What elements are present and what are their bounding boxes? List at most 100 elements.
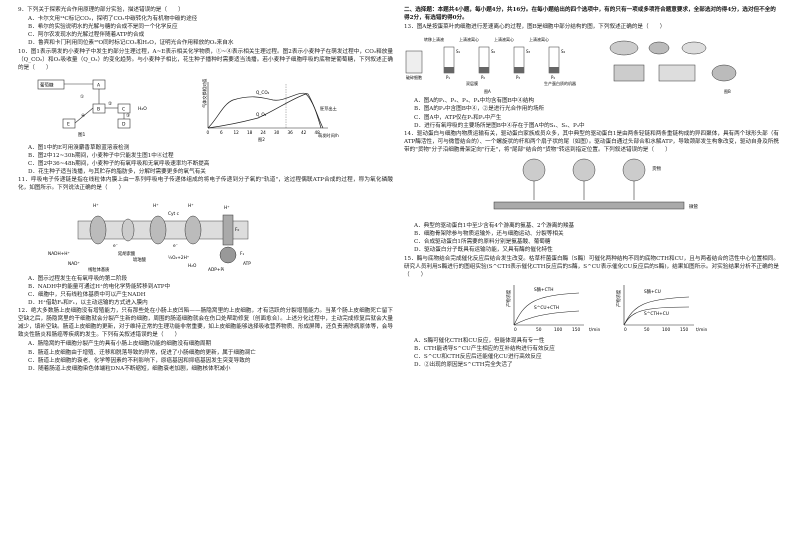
q15-option-b: B．CTH能诱导S^CU产生相应的互补结构进行有效反应	[414, 345, 555, 352]
section-header: 二、选择题：本题共4小题，每小题4分，共16分。在每小题给出的四个选项中，有的只…	[404, 7, 776, 22]
q13-figB-caption: 图B	[724, 88, 731, 94]
svg-text:上清液离心: 上清液离心	[459, 36, 479, 42]
q10-option-d: D．花生种子适当浅播，与其贮存的脂肪多，分解时需要更多的氧气有关	[28, 169, 206, 176]
q10-fig2-xtick: 6	[220, 130, 223, 135]
svg-text:S酶+CU: S酶+CU	[644, 288, 661, 295]
svg-text:E: E	[67, 121, 70, 127]
q10-figures: 葡萄糖 A B C D E H₂O ① ② ③ ④	[18, 74, 393, 142]
svg-text:50: 50	[536, 327, 542, 333]
svg-text:F₁: F₁	[240, 251, 244, 257]
q14-option-d: D．驱动蛋白分子既具有运输功能，又具有酶的催化特性	[414, 247, 553, 254]
svg-text:H₂O: H₂O	[138, 106, 147, 112]
q13-option-c: C．图A中，ATP仅在P₁和P₂中产生	[414, 114, 502, 121]
q10-fig2-xtick: 48	[315, 130, 321, 135]
svg-text:双层膜: 双层膜	[466, 80, 478, 86]
cargo-2	[572, 158, 596, 182]
left-column: 9．下列关于探索光合作用原理的部分实验，描述错误的是（ ） A．卡尔文用¹⁴C标…	[18, 6, 393, 373]
q10-fig2-xtick: 0	[207, 130, 210, 135]
q11-option-c: C．细胞中，只有线粒体基质中可以产生NADH	[28, 291, 146, 298]
q10-fig2-series-qco2: Q_CO₂	[256, 90, 270, 95]
svg-text:100: 100	[662, 327, 670, 333]
q10-fig2-xtick: 42	[301, 130, 307, 135]
q10-fig2-qco2-curve	[207, 92, 324, 129]
svg-text:S^CU+CTH: S^CU+CTH	[534, 305, 559, 311]
organelle-5	[658, 65, 696, 82]
q10-option-c: C．图2中36~48h期间，小麦种子的有氧呼吸和无氧呼吸速率均不断提高	[28, 161, 210, 168]
svg-text:D: D	[122, 121, 126, 127]
svg-text:线粒体基质: 线粒体基质	[88, 266, 110, 273]
q10-fig2-series-qo2: Q_O₂	[256, 112, 267, 117]
q10-fig1-glucose: 葡萄糖	[40, 81, 54, 88]
cargo-3	[622, 158, 646, 182]
q12-option-c: C．肠道上皮细胞的衰老、化学等因素的不利影响下，原癌基因和抑癌基因发生突变导致的	[28, 357, 251, 364]
svg-text:S₃: S₃	[526, 49, 531, 54]
q14-microtubule-label: 微管	[689, 203, 698, 210]
svg-text:150: 150	[680, 327, 688, 333]
right-column: 二、选择题：本题共4小题，每小题4分，共16分。在每小题给出的四个选项中，有的只…	[404, 6, 779, 369]
q13-option-a: A．图A的P₁、P₂、P₃、P₄中均含有图B中④结构	[414, 98, 535, 105]
svg-text:P₄: P₄	[551, 75, 555, 80]
q10-fig2-xtick: 12	[234, 130, 240, 135]
q10-fig2-xlabel: 萌发时间/h	[318, 132, 339, 139]
q10-fig1-diagram: 葡萄糖 A B C D E H₂O ① ② ③ ④	[37, 79, 147, 138]
svg-text:ADP+Pi: ADP+Pi	[208, 267, 224, 273]
svg-text:NAD⁺: NAD⁺	[68, 261, 80, 267]
q15-graph-1: 产物浓度 S酶+CTH S^CU+CTH 0 50 100 150 t/min	[505, 284, 601, 333]
q11-stem: 11．呼吸电子传递链是指在线粒体内膜上由一系列呼吸电子传递体组成的将电子传递到分…	[18, 177, 393, 192]
complex-i	[89, 215, 107, 244]
q15-svg: 产物浓度 S酶+CTH S^CU+CTH 0 50 100 150 t/min …	[505, 284, 708, 333]
svg-text:Cyt c: Cyt c	[168, 211, 180, 217]
svg-text:150: 150	[572, 327, 580, 333]
q15-figures: 产物浓度 S酶+CTH S^CU+CTH 0 50 100 150 t/min …	[404, 281, 779, 335]
svg-text:F₀: F₀	[235, 227, 239, 233]
svg-text:e⁻: e⁻	[113, 244, 118, 249]
q10-fig2-annotation: 胚芽出土	[320, 105, 337, 112]
organelle-3	[681, 42, 707, 55]
svg-text:P₂: P₂	[481, 75, 485, 80]
q15-option-c: C．S^CU和CTH反应后还能催化CU进行高效反应	[414, 354, 542, 361]
q12-option-d: D．随着肠道上皮细胞染色体端粒DNA不断缩短，细胞衰老加剧，细胞核体积减小	[28, 365, 231, 372]
svg-text:t/min: t/min	[696, 327, 708, 333]
q9-option-d: D．鲁宾和卡门利用同位素¹⁸O同时标记CO₂和H₂O，证明光合作用释放的O₂来自…	[28, 40, 234, 47]
svg-text:H⁺: H⁺	[224, 205, 230, 211]
q11-option-b: B．NADH中的能量可通过H⁺的电化学势能转移到ATP中	[28, 283, 171, 290]
svg-text:C: C	[122, 106, 125, 112]
organelle-2	[648, 42, 670, 55]
q9-stem: 9．下列关于探索光合作用原理的部分实验，描述错误的是（ ）	[18, 7, 184, 13]
svg-text:e⁻: e⁻	[173, 244, 178, 249]
q10-fig2-xtick: 18	[247, 130, 253, 135]
q10-stem: 10．图1表示萌发的小麦种子中发生的部分生理过程，A~E表示相关化学物质，①~④…	[18, 48, 393, 71]
svg-text:0: 0	[514, 327, 517, 333]
svg-text:0: 0	[624, 327, 627, 333]
svg-text:P₁: P₁	[446, 75, 450, 80]
q10-fig2-caption: 图2	[258, 137, 265, 142]
q13-figA: 破碎细胞 P₁ S₁ P₂ S₂ P₃ S₃ P₄ S₄ 转移上清液 上清液离心	[405, 36, 576, 94]
svg-text:破碎细胞: 破碎细胞	[406, 74, 422, 80]
svg-text:延胡索酸: 延胡索酸	[118, 250, 136, 257]
q9-option-c: C．阿尔农发现水的光解过程伴随着ATP的合成	[28, 32, 145, 39]
svg-text:产物浓度: 产物浓度	[505, 289, 512, 307]
organelle-6	[711, 65, 737, 82]
svg-text:H₂O: H₂O	[188, 263, 197, 269]
q15-option-d: D．②出现的原因是S^CTH完全失活了	[414, 362, 513, 369]
q10-figure-svg: 葡萄糖 A B C D E H₂O ① ② ③ ④	[37, 79, 339, 142]
organelle-1	[609, 41, 639, 56]
svg-text:H⁺: H⁺	[188, 203, 194, 209]
svg-text:H⁺: H⁺	[153, 203, 159, 209]
q11-figure: H⁺ H⁺ H⁺ Cyt c e⁻ e⁻ NADH+H⁺ NAD⁺ 线粒体基质 …	[18, 195, 393, 273]
svg-text:转移上清液: 转移上清液	[424, 36, 444, 42]
svg-text:④: ④	[81, 113, 85, 119]
q12-option-a: A．肠隐窝的干细胞分裂产生的具有小肠上皮细胞功能的细胞没有细胞周期	[28, 341, 212, 348]
q10-fig2-xtick: 30	[274, 130, 280, 135]
svg-text:②: ②	[108, 101, 112, 107]
svg-text:100: 100	[554, 327, 562, 333]
q10-fig2-xtick: 24	[261, 130, 267, 135]
q12-stem: 12．绝大多数肠上皮细胞没有增殖能力，只有那些处在小肠上皮凹陷——肠隐窝里的上皮…	[18, 307, 393, 339]
microtubule	[493, 201, 685, 210]
q9-option-b: B．希尔的实验说明水的光解与糖的合成不是同一个化学反应	[28, 24, 178, 31]
svg-text:琥珀酸: 琥珀酸	[133, 256, 147, 263]
q14-option-a: A．典型的驱动蛋白1中至少含有4个游离的氨基、2个游离的羧基	[414, 223, 575, 230]
q14-option-c: C．合成驱动蛋白1所需要的原料分别是氨基酸、葡萄糖	[414, 239, 551, 246]
q13-stem: 13．图A是按蛋菜叶肉细胞进行差速离心的过程，图B是细胞中部分结构的图，下列叙述…	[404, 24, 666, 31]
